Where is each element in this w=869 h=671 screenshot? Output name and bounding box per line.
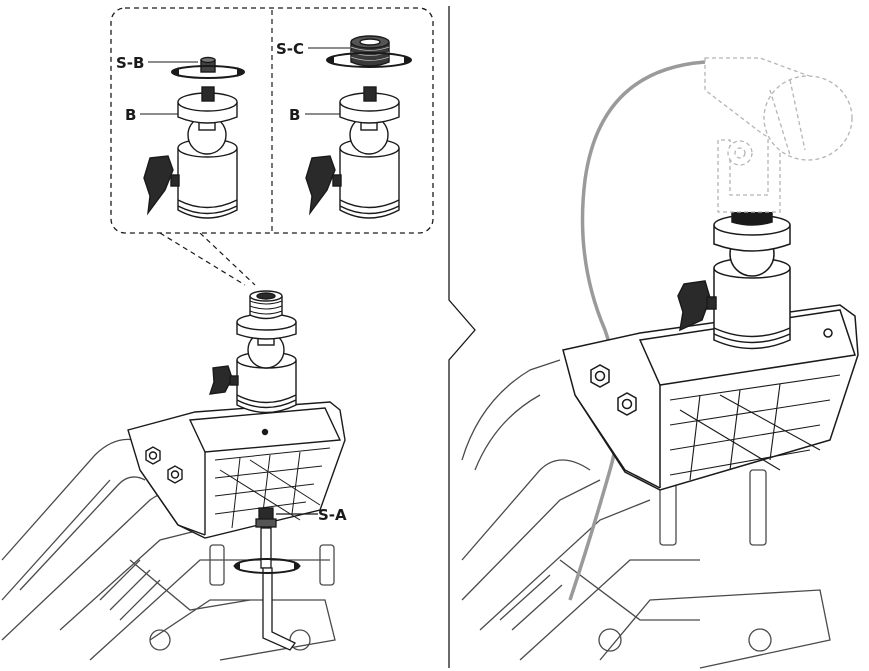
hex-nut <box>617 392 637 416</box>
monitor-arm-right <box>461 359 831 669</box>
callout-left <box>140 56 245 219</box>
microphone-outline <box>704 57 853 213</box>
hex-nut <box>590 364 610 388</box>
bracket-plate-left <box>127 401 346 539</box>
label-b-left: B <box>125 106 136 124</box>
label-b-right: B <box>289 106 300 124</box>
label-s-b: S-B <box>116 54 144 72</box>
hex-key-icon <box>260 527 296 651</box>
left-panel: S-A <box>1 7 434 661</box>
panel-divider <box>448 6 476 668</box>
rotate-arrow-icon <box>233 558 301 574</box>
label-s-c: S-C <box>276 40 304 58</box>
hex-nut <box>145 446 161 465</box>
thread-adapter-s-c <box>350 35 390 67</box>
right-panel <box>461 57 859 669</box>
rotate-arrow-icon <box>326 52 412 68</box>
microphone-cable <box>568 60 706 601</box>
callout-right <box>305 35 412 219</box>
thumb-knob-icon <box>305 155 342 216</box>
ball-head-left <box>208 290 297 414</box>
ball-head-right <box>677 212 791 350</box>
screw-s-a <box>255 507 318 528</box>
thumb-knob-icon <box>677 280 717 332</box>
thumb-knob-icon <box>143 155 180 216</box>
thumb-knob-icon <box>208 365 239 395</box>
rotate-arrow-icon <box>171 65 245 79</box>
hex-nut <box>167 465 183 484</box>
callout-box: S-B B <box>110 7 434 234</box>
label-s-a: S-A <box>318 506 347 524</box>
callout-connector <box>159 232 256 286</box>
monitor-arm-left <box>1 438 336 661</box>
